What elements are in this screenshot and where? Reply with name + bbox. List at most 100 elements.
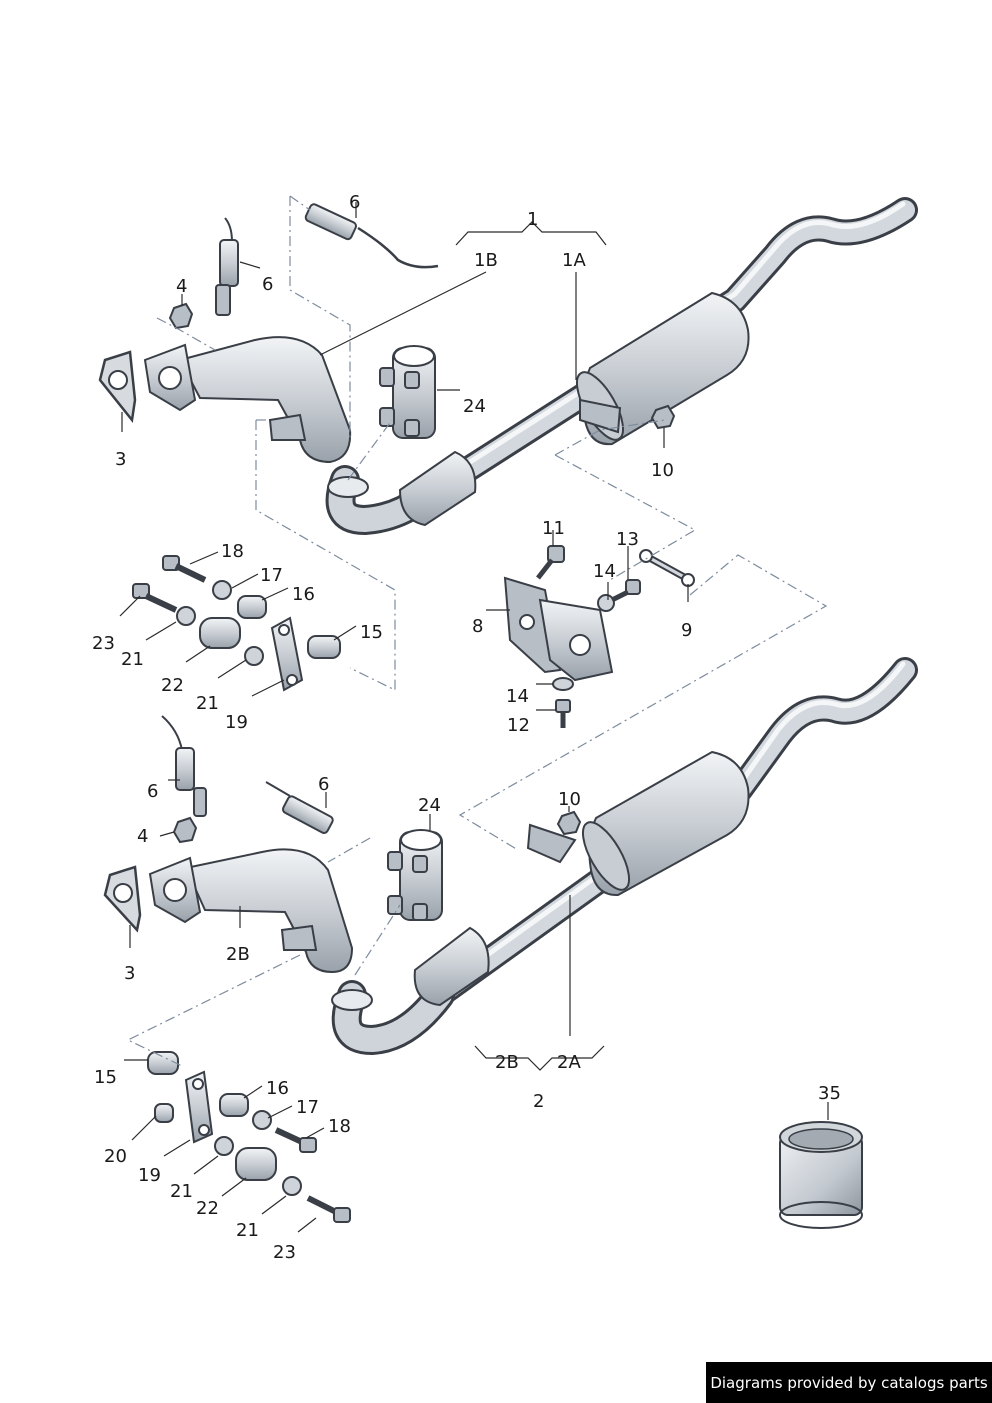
callout-2: 2: [533, 1091, 544, 1112]
callout-16-bot: 16: [266, 1078, 289, 1099]
bolt-13: [610, 579, 641, 603]
callout-22-top: 22: [161, 675, 184, 696]
manifold-flange-top: [143, 343, 197, 412]
callout-6-bot-a: 6: [147, 781, 158, 802]
callout-35: 35: [818, 1083, 841, 1104]
rubber-mount-22-top: [199, 617, 241, 649]
bolt-12: [555, 699, 571, 728]
oxygen-sensor-6-bottom-horizontal: [265, 781, 334, 834]
nut-10-top: [650, 404, 676, 430]
rubber-mount-22-bottom: [235, 1147, 277, 1181]
callout-23-bot: 23: [273, 1242, 296, 1263]
callout-24-bot: 24: [418, 795, 441, 816]
callout-1A: 1A: [562, 250, 586, 271]
callout-4-bot: 4: [137, 826, 148, 847]
spacer-15-bottom: [147, 1051, 179, 1075]
front-pipe-1B-bend: [325, 450, 477, 535]
callout-10-bot: 10: [558, 789, 581, 810]
callout-15-bot: 15: [94, 1067, 117, 1088]
pipe-bracket-top: [579, 398, 622, 434]
pipe-clamp-24-bottom: [387, 829, 443, 921]
callout-17-bot: 17: [296, 1097, 319, 1118]
bolt-11: [536, 545, 565, 580]
catalytic-downpipe-bottom: [184, 848, 354, 974]
bolt-23-bottom: [306, 1195, 351, 1223]
washer-21-bottom-b: [282, 1176, 302, 1196]
callout-24-top: 24: [463, 396, 486, 417]
callout-21-top-b: 21: [196, 693, 219, 714]
callout-3-top: 3: [115, 449, 126, 470]
callout-14-a: 14: [593, 561, 616, 582]
exhaust-assembly-1: [98, 197, 918, 535]
pipe-clamp-24-top: [379, 345, 436, 439]
callout-10-top: 10: [651, 460, 674, 481]
callout-21-bot-a: 21: [170, 1181, 193, 1202]
pipe-bracket-bottom: [526, 823, 577, 864]
muffler-bottom: [581, 750, 750, 897]
callout-18-top: 18: [221, 541, 244, 562]
nut-4-bottom: [172, 816, 198, 844]
strap-9: [639, 549, 695, 587]
callout-6-top-a: 6: [349, 192, 360, 213]
oxygen-sensor-6-bottom-vertical: [161, 715, 207, 817]
callout-17-top: 17: [260, 565, 283, 586]
callout-9: 9: [681, 620, 692, 641]
hanger-kit-top: [132, 555, 341, 692]
callout-11: 11: [542, 518, 565, 539]
callout-12: 12: [507, 715, 530, 736]
bracket-8: [503, 576, 614, 682]
washer-21-top-a: [176, 606, 196, 626]
washer-14-upper: [597, 594, 615, 612]
callout-6-top-b: 6: [262, 274, 273, 295]
callout-21-top-a: 21: [121, 649, 144, 670]
washer-17-top: [212, 580, 232, 600]
bolt-23-top: [132, 583, 178, 613]
callout-2B: 2B: [495, 1052, 519, 1073]
oxygen-sensor-6-top-horizontal: [304, 203, 439, 269]
leader-lines: [119, 202, 829, 1233]
hanger-19-bottom: [184, 1070, 214, 1144]
callout-20: 20: [104, 1146, 127, 1167]
nut-4-top: [168, 302, 194, 330]
washer-17-bottom: [252, 1110, 272, 1130]
connecting-sleeve-35: [779, 1121, 863, 1229]
callout-labels: 1 1B 1A 6 6 4 3 24 10 11 13 14 9 8 14 12…: [92, 192, 841, 1263]
front-pipe-2B-bend: [331, 926, 490, 1055]
bolt-18-bottom: [274, 1127, 317, 1153]
catalytic-downpipe-top: [178, 336, 352, 464]
callout-8: 8: [472, 616, 483, 637]
mounting-bracket-assembly: [503, 545, 695, 728]
washer-21-bottom-a: [214, 1136, 234, 1156]
bolt-18-top: [162, 555, 207, 583]
callout-14-b: 14: [506, 686, 529, 707]
callout-18-bot: 18: [328, 1116, 351, 1137]
manifold-flange-bottom: [148, 856, 202, 924]
bushing-16-top: [237, 595, 267, 619]
callout-15-top: 15: [360, 622, 383, 643]
spacer-15-top: [307, 635, 341, 659]
exhaust-assembly-2: [103, 657, 918, 1055]
sleeve-20: [154, 1103, 174, 1123]
gasket-3-bottom: [103, 865, 142, 933]
callout-3-bot: 3: [124, 963, 135, 984]
callout-1: 1: [527, 209, 538, 230]
callout-19-bot: 19: [138, 1165, 161, 1186]
callout-6-bot-b: 6: [318, 774, 329, 795]
callout-1B: 1B: [474, 250, 498, 271]
callout-2A: 2A: [557, 1052, 581, 1073]
rear-pipe-2A: [427, 657, 918, 1008]
callout-19-top: 19: [225, 712, 248, 733]
callout-23-top: 23: [92, 633, 115, 654]
callout-16-top: 16: [292, 584, 315, 605]
rear-pipe-1A: [407, 197, 918, 513]
callout-2B-part: 2B: [226, 944, 250, 965]
washer-21-top-b: [244, 646, 264, 666]
catalog-credit-banner: Diagrams provided by catalogs parts: [706, 1362, 992, 1403]
oxygen-sensor-6-top-vertical: [215, 217, 239, 316]
assembly-guide-lines: [126, 195, 828, 1067]
callout-21-bot-b: 21: [236, 1220, 259, 1241]
callout-22-bot: 22: [196, 1198, 219, 1219]
hanger-19-top: [270, 616, 304, 692]
callout-4-top: 4: [176, 276, 187, 297]
